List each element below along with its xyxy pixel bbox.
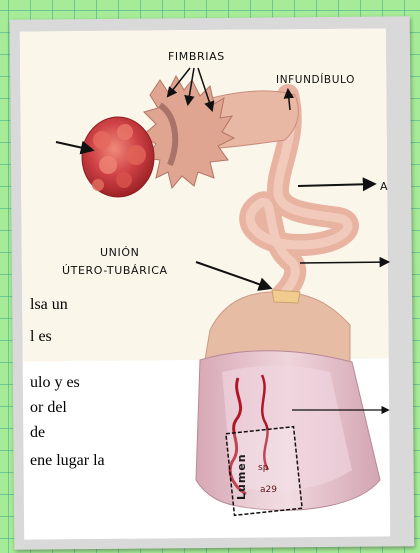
lumen-inset-box: Lumen sp a29 (226, 427, 302, 516)
lumen-label: Lumen (235, 453, 248, 500)
ovary (82, 117, 154, 197)
union-arrow (196, 262, 270, 288)
label-infundibulo: INFUNDÍBULO (276, 74, 355, 87)
label-fimbrias: FIMBRIAS (168, 50, 225, 63)
handwritten-note-top: sp (258, 463, 269, 473)
uterine-junction (272, 290, 300, 303)
body-text-line-1: lsa un (30, 296, 68, 314)
body-text-line-4: ulo y es (30, 374, 80, 392)
handwritten-note-bottom: a29 (260, 485, 277, 495)
ampulla-arrow (298, 184, 374, 186)
label-truncated-a: A (380, 180, 388, 193)
body-text-line-5: or del (30, 399, 67, 417)
body-text-line-2: l es (30, 328, 52, 346)
isthmus-arrow (300, 262, 388, 263)
fimbriae (142, 76, 234, 188)
label-utero-tubarica: ÚTERO-TUBÁRICA (62, 264, 168, 277)
label-union: UNIÓN (100, 246, 139, 259)
body-text-line-7: ene lugar la (30, 452, 105, 470)
body-text-line-6: de (30, 424, 45, 442)
